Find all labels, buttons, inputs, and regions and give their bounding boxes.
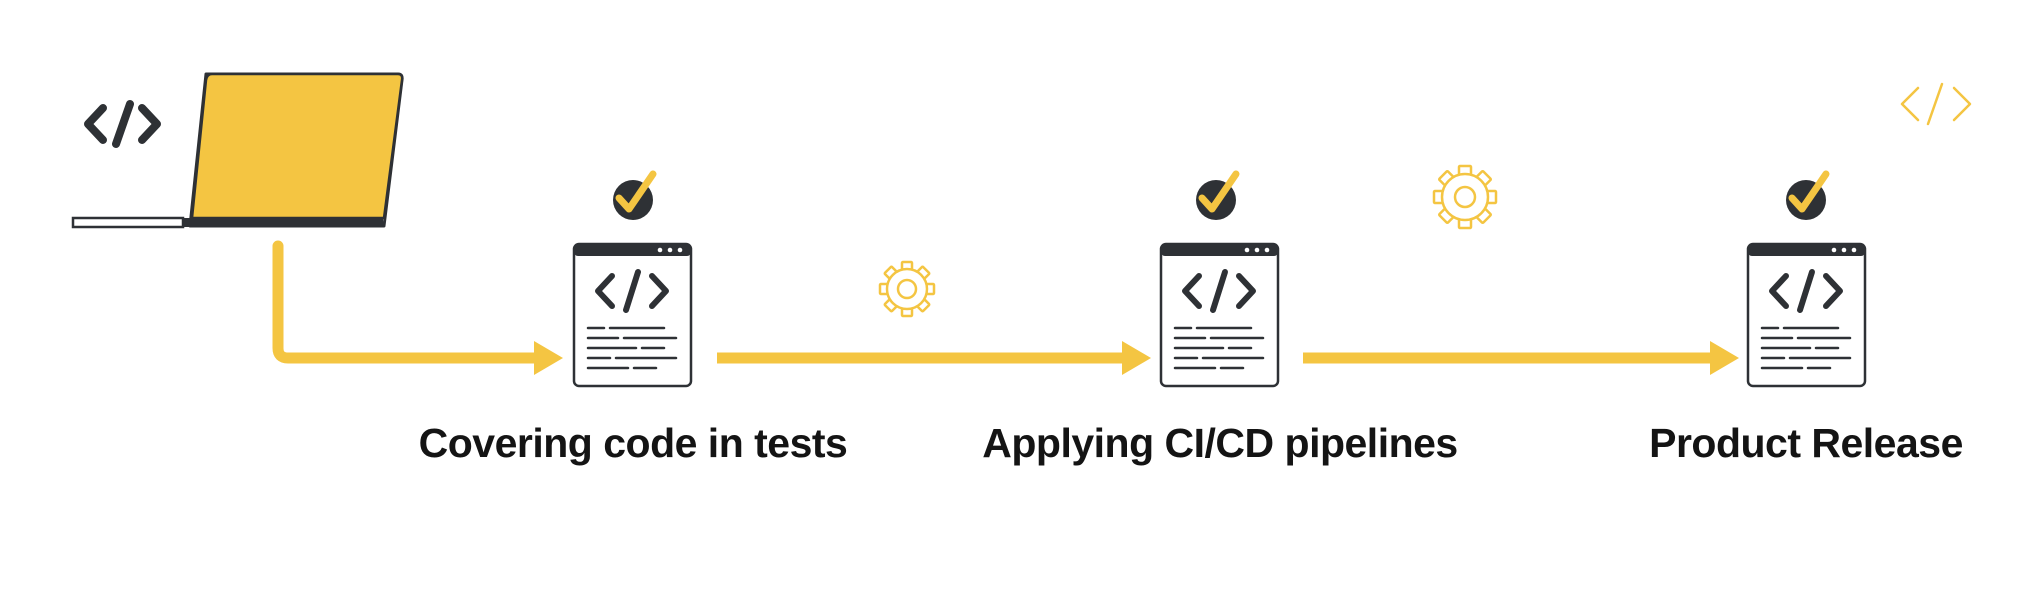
code-document-window-icon bbox=[572, 242, 693, 388]
code-document-window-icon bbox=[1159, 242, 1280, 388]
stage-label-ci-cd: Applying CI/CD pipelines bbox=[982, 420, 1458, 466]
code-tag-outline-icon bbox=[1900, 82, 1972, 126]
checkmark-badge-icon bbox=[1196, 170, 1240, 220]
stage-label-release: Product Release bbox=[1649, 420, 1963, 466]
flow-arrow-2 bbox=[717, 341, 1151, 375]
code-tag-icon bbox=[84, 100, 161, 148]
checkmark-badge-icon bbox=[613, 170, 657, 220]
checkmark-badge-icon bbox=[1786, 170, 1830, 220]
laptop-icon bbox=[71, 72, 404, 229]
gear-icon bbox=[1432, 164, 1498, 230]
flow-arrow-1 bbox=[272, 240, 563, 375]
code-document-window-icon bbox=[1746, 242, 1867, 388]
stage-label-tests: Covering code in tests bbox=[418, 420, 848, 466]
gear-icon bbox=[878, 260, 936, 318]
flow-arrow-3 bbox=[1303, 341, 1739, 375]
